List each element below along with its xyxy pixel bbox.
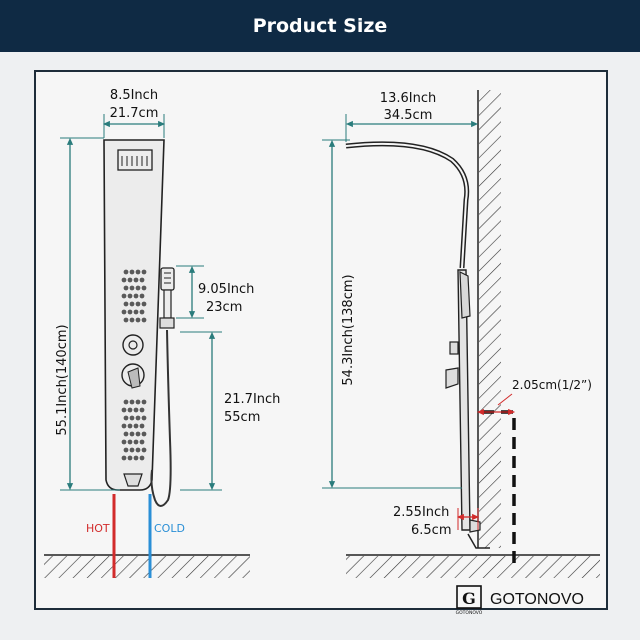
brand-logo: G GOTONOVO GOTONOVO xyxy=(456,585,584,616)
depth-dimension xyxy=(345,114,479,142)
side-lever xyxy=(445,367,459,389)
handshower-dimension xyxy=(176,265,204,319)
side-arm xyxy=(345,141,470,269)
svg-text:G: G xyxy=(462,589,476,608)
body-jets-lower xyxy=(121,399,147,461)
offset-cm-label: 6.5cm xyxy=(411,523,452,538)
hose-dimension xyxy=(180,331,222,491)
right-floor xyxy=(346,554,600,578)
front-view: HOT COLD 8.5Inch 21.7cm 55.1Inch(140cm) … xyxy=(44,88,280,578)
hot-label: HOT xyxy=(86,522,110,535)
height-dimension xyxy=(60,137,120,491)
hand-shower xyxy=(159,267,175,329)
width-in-label: 8.5Inch xyxy=(110,88,158,103)
width-dimension xyxy=(102,114,166,138)
side-diverter xyxy=(449,341,459,355)
depth-in-label: 13.6Inch xyxy=(380,91,436,106)
width-cm-label: 21.7cm xyxy=(110,106,159,121)
shower-panel xyxy=(103,139,165,491)
tub-spout xyxy=(123,473,143,487)
brand-mark-icon xyxy=(456,585,482,609)
left-floor xyxy=(44,554,250,578)
brand-name: GOTONOVO xyxy=(490,591,584,608)
pipe-size-label: 2.05cm(1/2”) xyxy=(512,378,592,392)
hose-in-label: 21.7Inch xyxy=(224,392,280,407)
body-jets-upper xyxy=(121,269,147,323)
cold-label: COLD xyxy=(154,522,185,535)
height-total-label: 55.1Inch(140cm) xyxy=(55,324,70,435)
handshower-cm-label: 23cm xyxy=(206,300,242,315)
diverter-knob xyxy=(122,334,144,356)
offset-dimension xyxy=(456,508,480,530)
side-height-dimension xyxy=(322,139,462,489)
offset-in-label: 2.55Inch xyxy=(393,505,449,520)
side-height-label: 54.3Inch(138cm) xyxy=(341,274,356,385)
pipe-dimension xyxy=(476,393,516,416)
floor-elbow xyxy=(467,533,490,549)
rain-head xyxy=(117,149,153,171)
mixer-lever xyxy=(121,363,145,389)
wall xyxy=(477,90,501,548)
depth-cm-label: 34.5cm xyxy=(384,108,433,123)
page-title: Product Size xyxy=(252,15,388,37)
brand-mark-sub: GOTONOVO xyxy=(456,610,483,616)
side-handshower xyxy=(459,271,471,319)
side-view: 13.6Inch 34.5cm 54.3Inch(138cm) 2.05cm(1… xyxy=(322,90,600,578)
handshower-in-label: 9.05Inch xyxy=(198,282,254,297)
header-bar: Product Size xyxy=(0,0,640,52)
hose-cm-label: 55cm xyxy=(224,410,260,425)
shower-hose xyxy=(150,329,172,507)
